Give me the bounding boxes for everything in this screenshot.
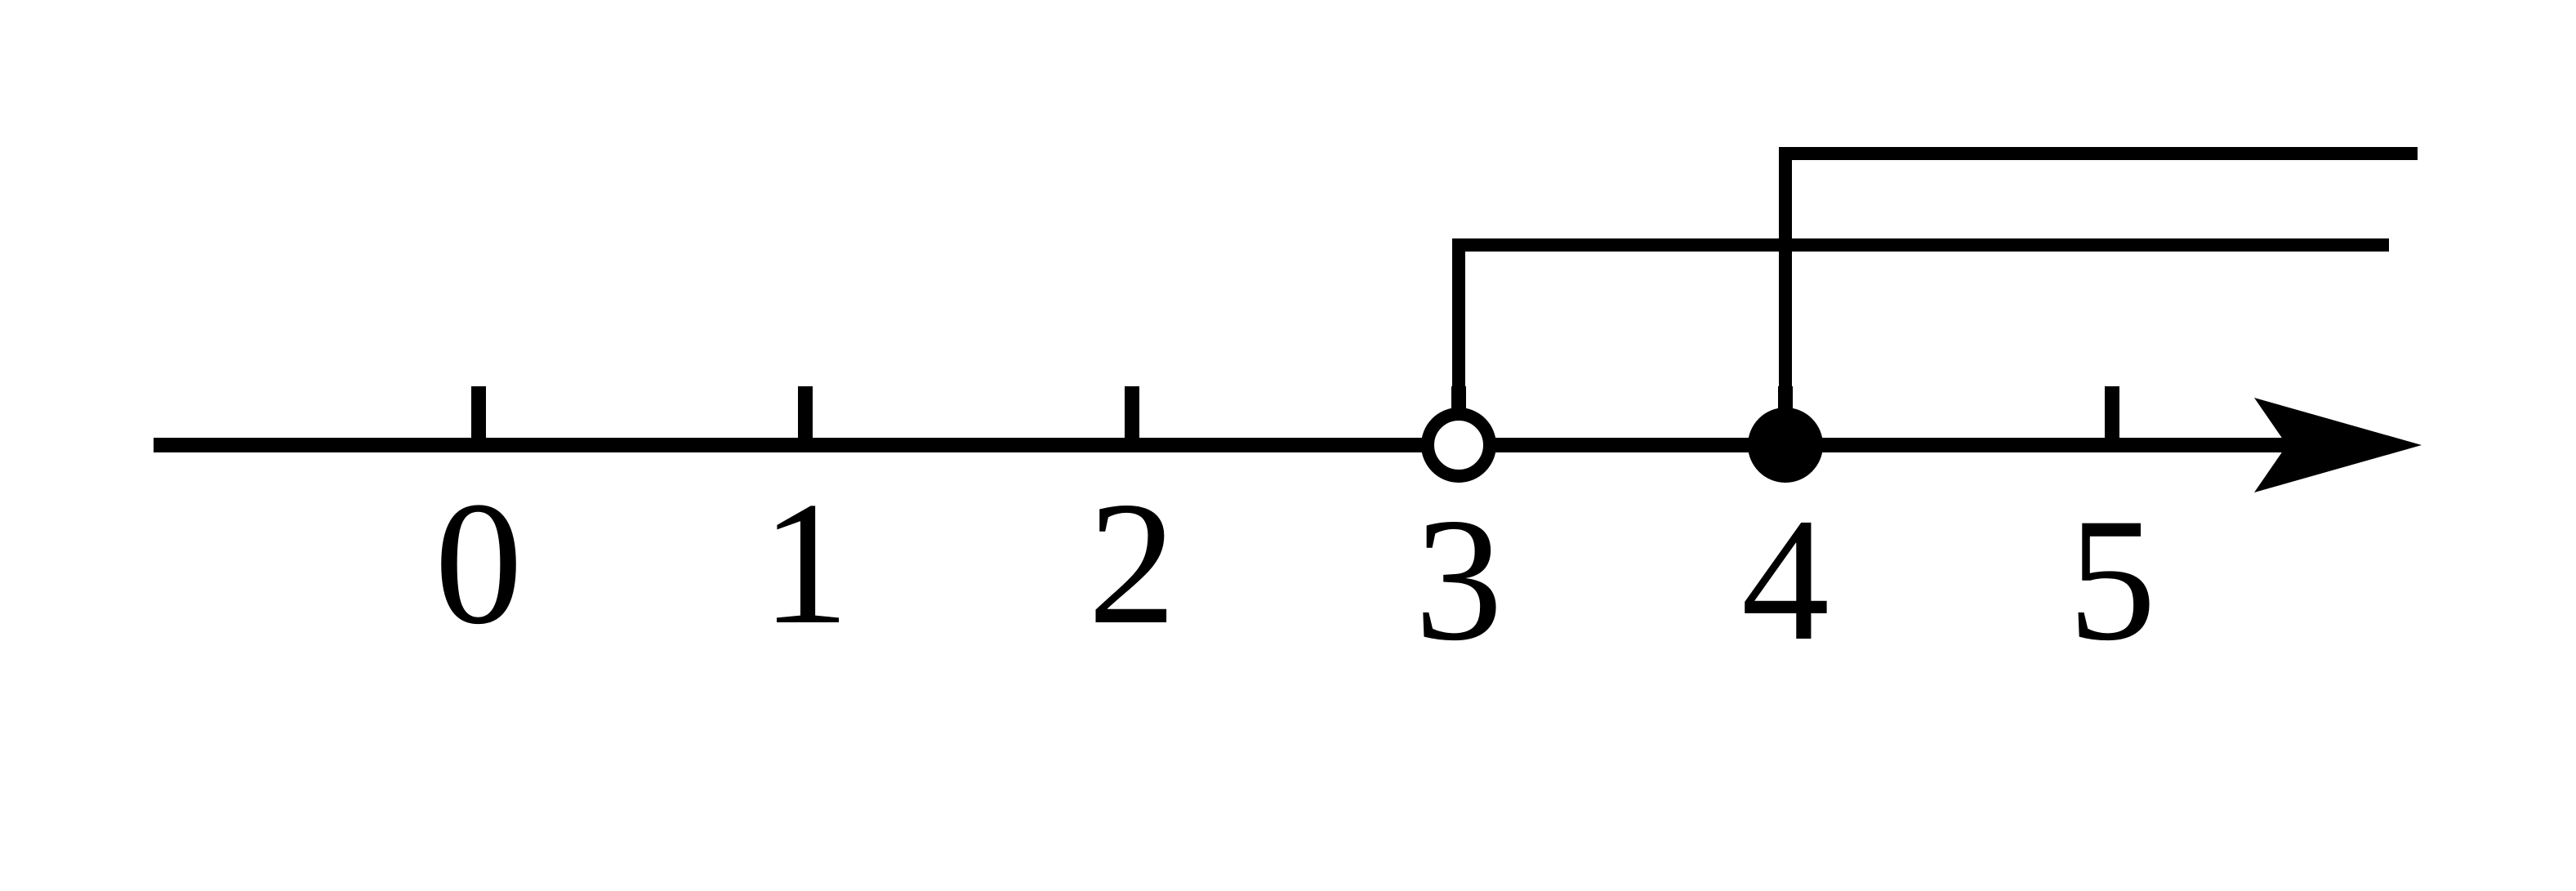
tick-labels: 0 1 2 3 4 5: [435, 466, 2156, 677]
tick-label-3: 3: [1415, 482, 1503, 677]
tick-label-1: 1: [761, 466, 849, 661]
axis-arrow-icon: [2254, 398, 2422, 492]
open-point-3: [1421, 408, 1496, 483]
ray-from-4: [1779, 147, 2418, 445]
ray-from-3: [1452, 238, 2389, 445]
ticks: [471, 386, 2119, 445]
tick-label-5: 5: [2068, 482, 2156, 677]
closed-point-4: [1748, 408, 1823, 483]
tick-label-4: 4: [1741, 482, 1829, 677]
points: [1421, 408, 1823, 483]
tick-label-0: 0: [435, 466, 523, 661]
rays: [1452, 147, 2418, 445]
tick-label-2: 2: [1088, 466, 1176, 661]
